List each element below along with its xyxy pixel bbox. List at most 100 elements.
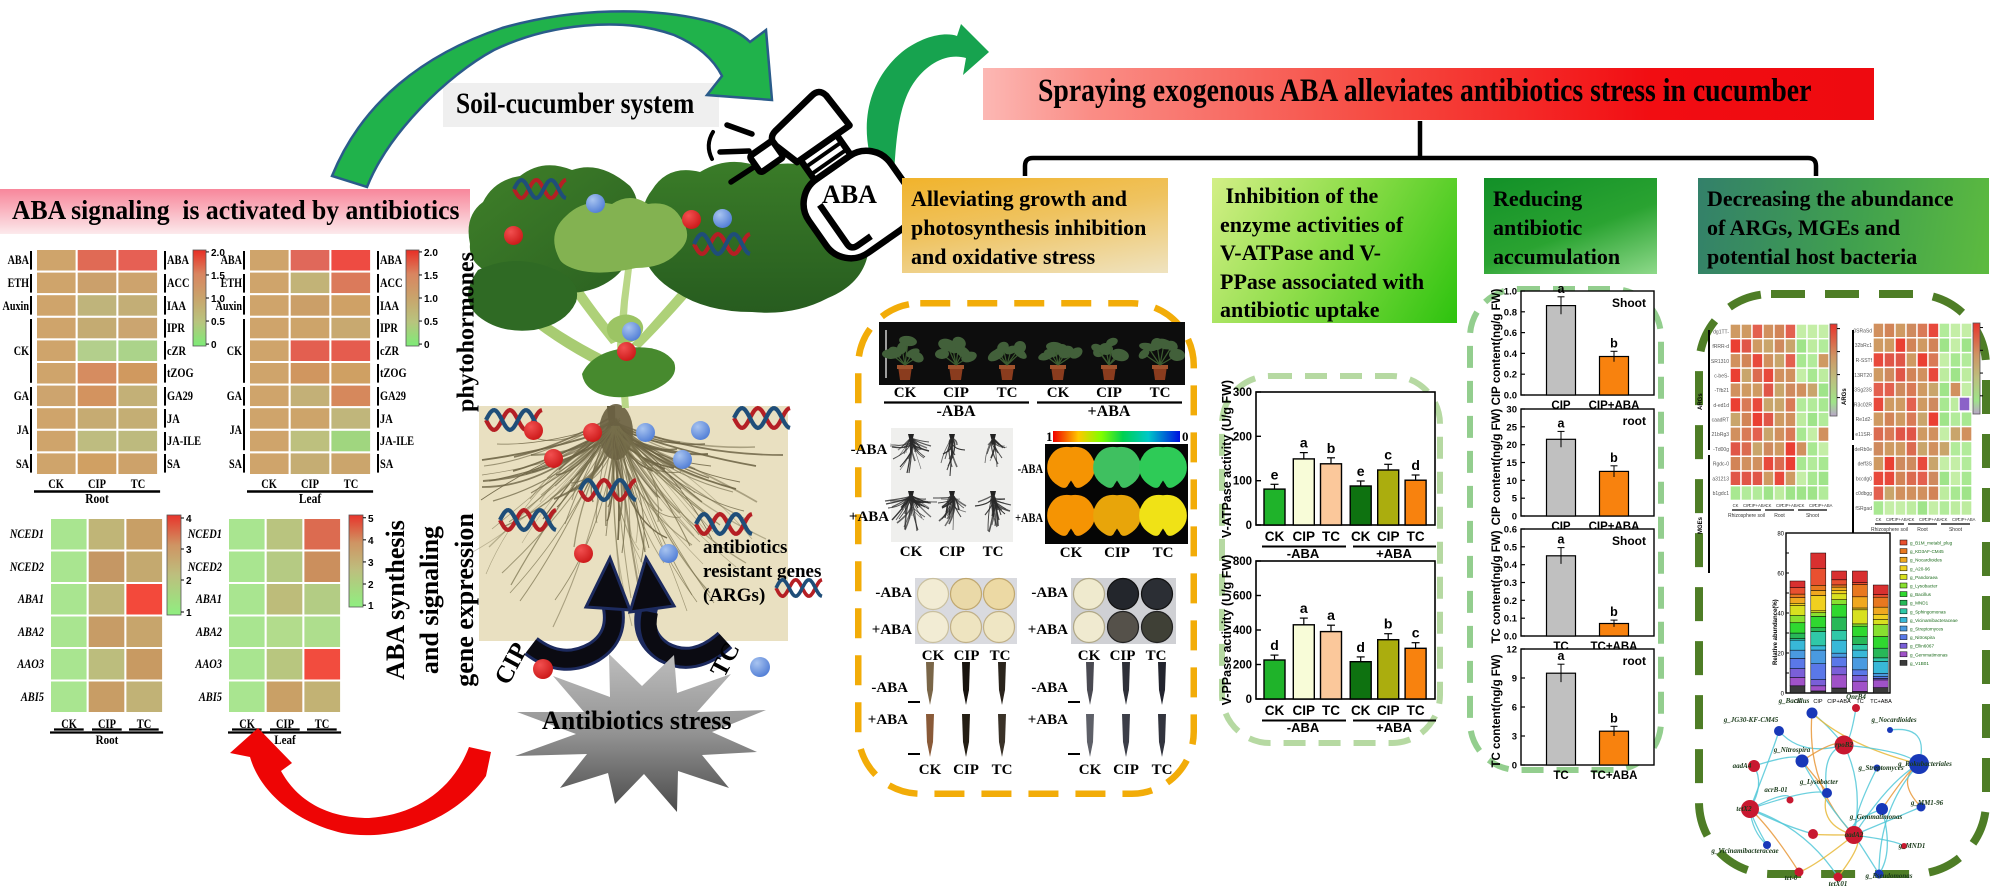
svg-text:3Sg23S: 3Sg23S — [1854, 388, 1872, 394]
svg-text:c-beS-: c-beS- — [1714, 373, 1729, 379]
svg-text:d: d — [1411, 457, 1420, 473]
svg-text:3: 3 — [1512, 732, 1517, 743]
svg-text:QnrB4: QnrB4 — [1846, 693, 1866, 701]
svg-text:10: 10 — [1506, 476, 1517, 487]
svg-text:g_B1M_metabl_plug: g_B1M_metabl_plug — [1910, 541, 1953, 546]
svg-text:CIP: CIP — [1377, 529, 1400, 544]
svg-text:0.6: 0.6 — [1504, 328, 1517, 339]
svg-text:5: 5 — [368, 514, 374, 525]
svg-text:12: 12 — [1506, 645, 1517, 656]
svg-text:0.4: 0.4 — [1504, 560, 1518, 571]
svg-text:-ABA: -ABA — [1287, 546, 1320, 561]
svg-text:1.0: 1.0 — [1504, 287, 1517, 298]
svg-text:a: a — [1300, 435, 1308, 451]
svg-text:-Tfb21: -Tfb21 — [1715, 388, 1730, 394]
svg-text:CIP: CIP — [1813, 699, 1823, 705]
svg-text:Rhizosphere soil: Rhizosphere soil — [1728, 513, 1765, 519]
svg-text:9: 9 — [1512, 674, 1517, 685]
svg-text:b: b — [1384, 616, 1393, 632]
svg-text:0.2: 0.2 — [1504, 596, 1517, 607]
svg-text:TC: TC — [1322, 529, 1340, 544]
svg-text:d: d — [1356, 639, 1365, 655]
svg-text:300: 300 — [1233, 387, 1252, 399]
svg-text:aadA2: aadA2 — [1845, 831, 1864, 839]
svg-text:tetX01: tetX01 — [1829, 880, 1848, 888]
svg-text:0.8: 0.8 — [1504, 307, 1517, 318]
svg-text:rpoB2: rpoB2 — [1835, 741, 1853, 749]
svg-text:1: 1 — [186, 608, 192, 619]
svg-text:acrB-01: acrB-01 — [1764, 786, 1787, 794]
svg-text:a: a — [1300, 600, 1308, 616]
svg-text:80: 80 — [1777, 532, 1784, 538]
svg-text:a: a — [1327, 607, 1335, 623]
svg-text:TC+ABA: TC+ABA — [1870, 699, 1892, 705]
svg-text:g_Streptomyces: g_Streptomyces — [1857, 764, 1903, 772]
svg-text:g_MND1: g_MND1 — [1910, 601, 1929, 606]
svg-text:CK: CK — [1265, 529, 1285, 544]
svg-text:g_MM1-96: g_MM1-96 — [1910, 799, 1944, 807]
svg-text:g_KD3AF-CM45: g_KD3AF-CM45 — [1910, 549, 1944, 554]
svg-text:200: 200 — [1233, 431, 1252, 443]
svg-text:b: b — [1610, 451, 1618, 465]
svg-text:ARGs: ARGs — [1842, 388, 1848, 405]
svg-text:deff3S: deff3S — [1858, 462, 1873, 468]
svg-text:1.5: 1.5 — [424, 271, 438, 282]
svg-text:caadRT: caadRT — [1712, 418, 1729, 424]
svg-text:21bRg3: 21bRg3 — [1711, 432, 1729, 438]
svg-text:CIP: CIP — [1293, 703, 1316, 718]
svg-text:20: 20 — [1777, 652, 1784, 658]
svg-text:root: root — [1623, 654, 1646, 668]
svg-text:CIP: CIP — [1776, 503, 1783, 508]
svg-text:CK: CK — [1794, 699, 1802, 705]
svg-text:0.1: 0.1 — [1504, 614, 1518, 625]
svg-text:CIP+ABA: CIP+ABA — [1925, 517, 1943, 522]
svg-text:g_Lysobacter: g_Lysobacter — [1799, 778, 1839, 786]
svg-text:200: 200 — [1233, 660, 1252, 672]
svg-text:R-SSTf: R-SSTf — [1856, 358, 1873, 364]
svg-text:+ABA: +ABA — [1376, 720, 1412, 735]
svg-text:e: e — [1357, 463, 1365, 479]
svg-text:Shoot: Shoot — [1806, 513, 1820, 519]
svg-text:TC+ABA: TC+ABA — [1591, 770, 1638, 782]
svg-text:Root: Root — [1774, 513, 1785, 519]
svg-text:CK: CK — [1942, 517, 1948, 522]
svg-text:0.5: 0.5 — [211, 317, 225, 328]
svg-text:fSRgad: fSRgad — [1855, 506, 1872, 512]
svg-text:TC: TC — [1553, 770, 1568, 782]
svg-text:MGEs: MGEs — [1698, 516, 1704, 534]
svg-text:400: 400 — [1233, 625, 1252, 637]
svg-text:g_Streptomyces: g_Streptomyces — [1910, 627, 1944, 632]
svg-text:1: 1 — [368, 601, 374, 612]
svg-text:1.5: 1.5 — [211, 271, 225, 282]
svg-text:root: root — [1623, 414, 1646, 428]
svg-text:0.6: 0.6 — [1504, 525, 1517, 536]
svg-text:100: 100 — [1233, 476, 1252, 488]
svg-text:Re1d2-: Re1d2- — [1856, 417, 1873, 423]
svg-text:CK: CK — [1876, 517, 1882, 522]
svg-text:0: 0 — [1246, 520, 1252, 532]
svg-text:40: 40 — [1777, 612, 1784, 618]
svg-text:g_Nocardioides: g_Nocardioides — [1870, 716, 1916, 724]
svg-text:3: 3 — [368, 558, 374, 569]
svg-text:25: 25 — [1506, 422, 1517, 433]
svg-text:0: 0 — [1182, 429, 1189, 444]
svg-text:b: b — [1610, 605, 1618, 619]
svg-text:b: b — [1610, 336, 1618, 350]
svg-text:g_Sphingomonas: g_Sphingomonas — [1910, 609, 1946, 614]
svg-text:4: 4 — [368, 536, 374, 547]
svg-text:Root: Root — [1917, 527, 1928, 533]
svg-text:e11SR-: e11SR- — [1855, 432, 1872, 438]
svg-text:TC: TC — [1856, 699, 1863, 705]
svg-text:2: 2 — [368, 580, 374, 591]
svg-text:13RT20: 13RT20 — [1854, 373, 1872, 379]
svg-text:CIP+ABA: CIP+ABA — [1958, 517, 1976, 522]
svg-text:1: 1 — [1046, 429, 1053, 444]
svg-text:g_Nitrospira: g_Nitrospira — [1910, 635, 1935, 640]
svg-text:CK: CK — [1351, 703, 1371, 718]
svg-text:CK: CK — [1909, 517, 1915, 522]
svg-text:a: a — [1558, 416, 1566, 430]
svg-text:b1gdc1: b1gdc1 — [1713, 491, 1730, 497]
svg-text:deRb0e: deRb0e — [1854, 447, 1872, 453]
svg-text:CIP: CIP — [1293, 529, 1316, 544]
svg-text:0: 0 — [1512, 761, 1517, 772]
